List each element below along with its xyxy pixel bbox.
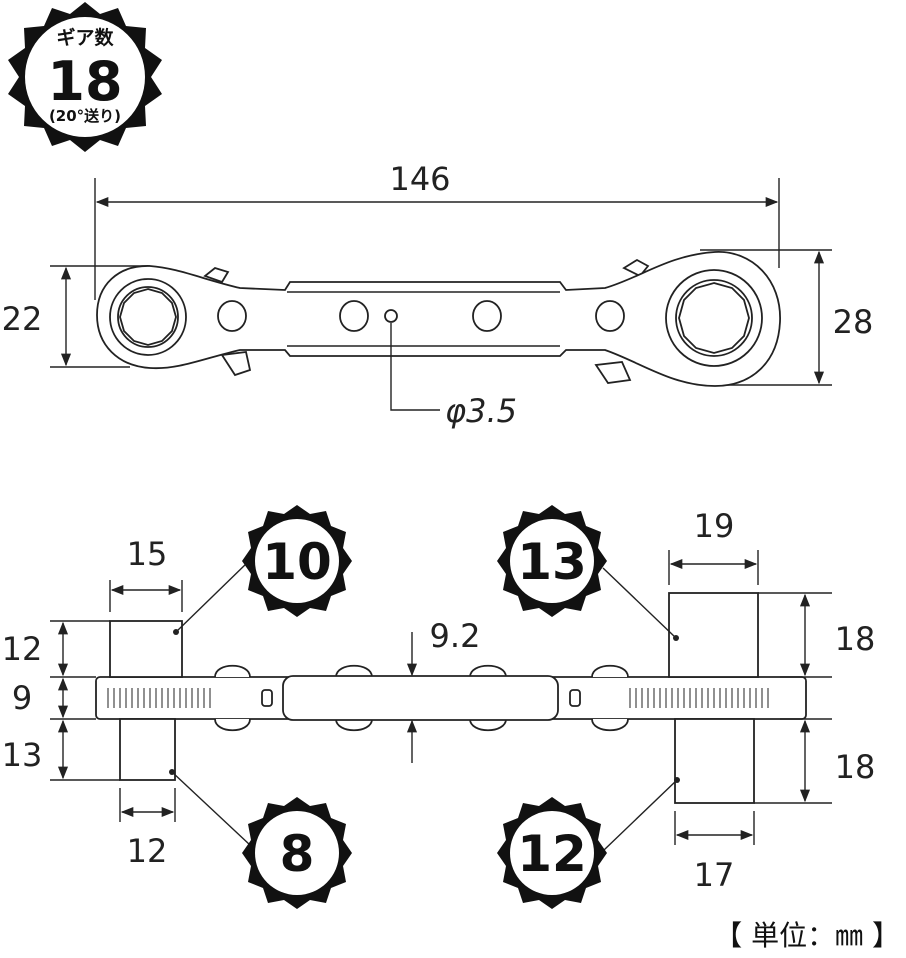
- size-badge-13: 13: [497, 505, 607, 617]
- side-view: 9.2 12 9 13 18 18 15 12 19: [2, 507, 876, 894]
- right-upper-socket-height: 18: [835, 620, 876, 658]
- top-left-socket-width: 15: [127, 535, 168, 573]
- left-height-dimension: 22: [2, 300, 43, 338]
- hole-diameter-label: φ3.5: [445, 392, 517, 430]
- size-badge-10-value: 10: [262, 533, 332, 591]
- gear-badge-note: (20°送り): [49, 107, 121, 125]
- gear-badge-value: 18: [47, 50, 122, 113]
- length-dimension: 146: [389, 160, 450, 198]
- bottom-left-socket-width: 12: [127, 832, 168, 870]
- left-lower-socket-height: 13: [2, 736, 43, 774]
- size-badge-12-value: 12: [517, 825, 587, 883]
- right-height-dimension: 28: [833, 303, 874, 341]
- size-badge-8-value: 8: [280, 825, 315, 883]
- bar-thickness-left: 9: [12, 679, 32, 717]
- top-right-socket-width: 19: [694, 507, 735, 545]
- left-upper-socket-height: 12: [2, 630, 43, 668]
- size-badge-8: 8: [242, 797, 352, 909]
- bottom-right-socket-width: 17: [694, 856, 735, 894]
- size-badge-10: 10: [242, 505, 352, 617]
- size-badge-12: 12: [497, 797, 607, 909]
- size-badge-13-value: 13: [517, 533, 587, 591]
- thickness-dimension: 9.2: [430, 617, 481, 655]
- unit-label: 【 単位：㎜ 】: [714, 919, 900, 952]
- right-lower-socket-height: 18: [835, 748, 876, 786]
- gear-count-badge: ギア数 18 (20°送り): [8, 2, 162, 152]
- top-view: 146 22 28 φ: [2, 160, 874, 430]
- gear-badge-label: ギア数: [56, 26, 114, 49]
